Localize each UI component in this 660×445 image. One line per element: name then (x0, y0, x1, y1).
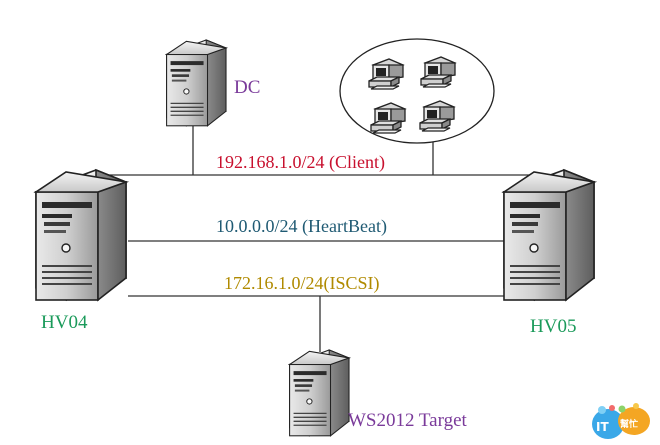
dc-label: DC (234, 77, 260, 98)
dc-server-icon (165, 39, 227, 127)
client-network-label: 192.168.1.0/24 (Client) (216, 152, 385, 173)
hv05-label: HV05 (530, 316, 576, 337)
client-group (339, 38, 495, 144)
network-links (100, 126, 560, 352)
hv04-server-icon (35, 169, 127, 301)
target-label: WS2012 Target (348, 410, 468, 431)
target-server-icon (288, 349, 350, 437)
hv05-server-icon (503, 169, 595, 301)
heartbeat-network-label: 10.0.0.0/24 (HeartBeat) (216, 216, 387, 237)
ithome-watermark-logo: IT 幫忙 (592, 403, 650, 439)
iscsi-network-label: 172.16.1.0/24(ISCSI) (224, 273, 380, 294)
svg-text:IT: IT (596, 420, 609, 434)
svg-text:幫忙: 幫忙 (620, 418, 638, 430)
hv04-label: HV04 (41, 312, 88, 333)
client-group-ellipse (339, 38, 495, 144)
